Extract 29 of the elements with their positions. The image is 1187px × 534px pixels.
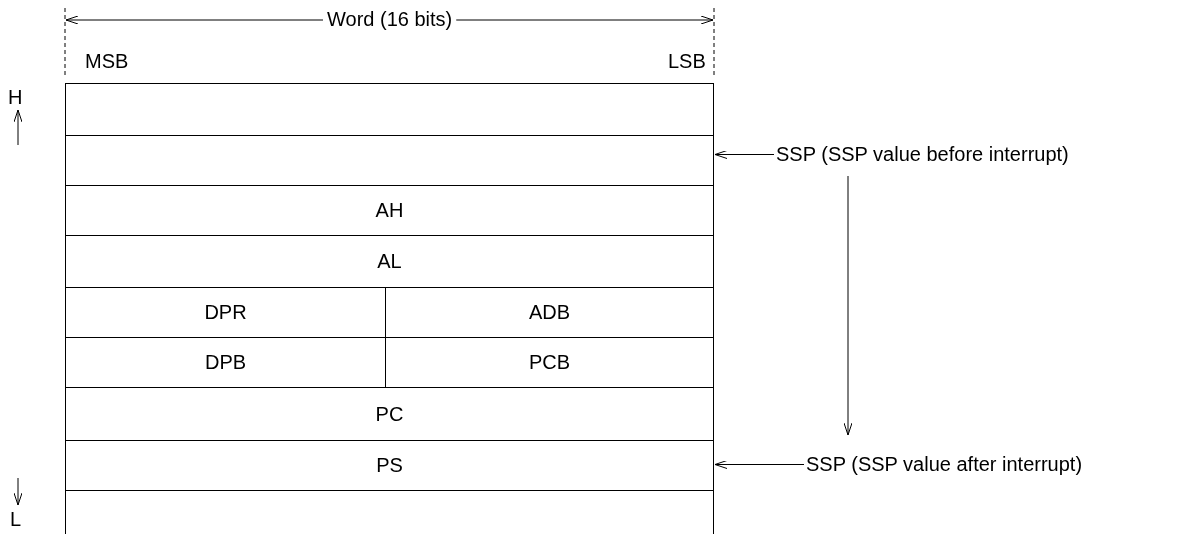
dimension-text: Word (16 bits) [327, 8, 453, 31]
stack-row [386, 287, 714, 337]
stack-row [65, 490, 714, 534]
pointer-arrow [714, 150, 775, 159]
pointer-arrow [714, 460, 805, 469]
register-name: PC [375, 402, 404, 426]
register-name: AL [377, 250, 402, 273]
bit-label: MSB [85, 50, 129, 73]
stack-row [65, 235, 714, 287]
register-name: AH [375, 199, 404, 222]
register-name: ADB [528, 301, 571, 324]
bit-label: LSB [668, 50, 706, 73]
register-name: PS [376, 454, 403, 477]
pointer-label: SSP (SSP value after interrupt) [806, 453, 1083, 476]
pointer-label: SSP (SSP value before interrupt) [776, 143, 1069, 166]
register-name: DPB [204, 351, 247, 374]
stack-row [386, 337, 714, 387]
stack-row [65, 135, 714, 185]
stack-row [65, 387, 714, 440]
stack-row [65, 83, 714, 135]
stack-row [65, 440, 714, 490]
pointer-arrow [843, 175, 853, 436]
stack-row [65, 337, 386, 387]
register-name: PCB [528, 351, 571, 374]
address-label: L [10, 508, 22, 531]
register-name: DPR [204, 301, 247, 324]
stack-row [65, 185, 714, 235]
stack-row [65, 287, 386, 337]
address-label: H [8, 86, 23, 109]
